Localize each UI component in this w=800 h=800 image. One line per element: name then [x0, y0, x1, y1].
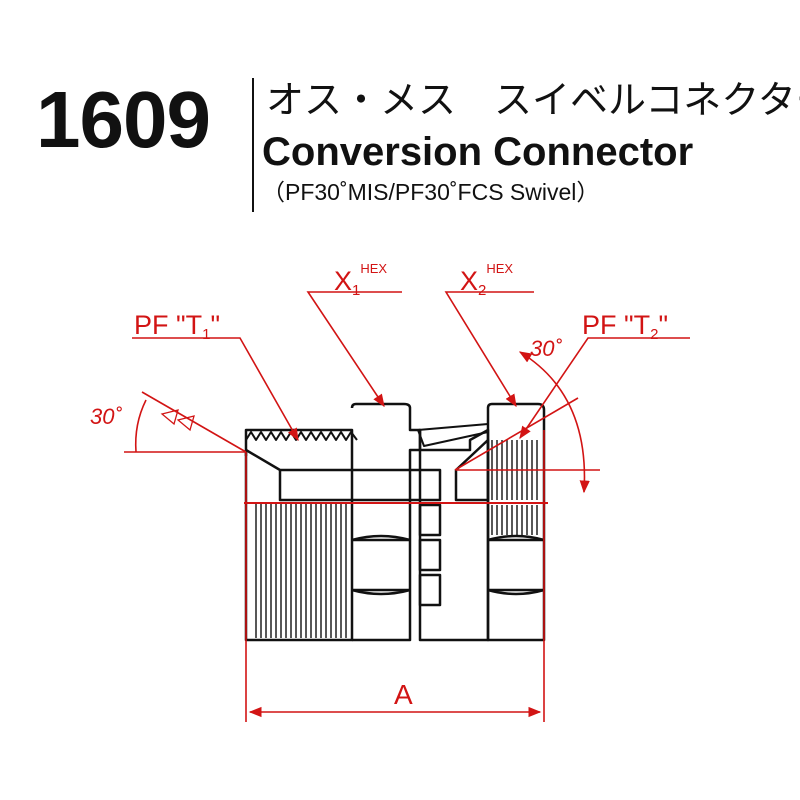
hex2-leader [444, 291, 534, 408]
male-hex-bevel-top [351, 534, 411, 542]
swivel-clip [417, 423, 489, 447]
left-angle-mark [160, 409, 179, 426]
title-subtitle: （PF30˚MIS/PF30˚FCS Swivel） [262, 179, 600, 205]
annotation-labels: PF "T1" X1HEX X2HEX PF "T2" 30˚ 30˚ A [90, 261, 668, 710]
female-seat [454, 438, 490, 502]
male-thread-lines [255, 503, 347, 638]
port1-leader [132, 337, 299, 442]
connector-body [244, 402, 546, 642]
left-angle-slant [141, 391, 247, 453]
male-hex-bevel-bottom [351, 588, 411, 596]
title-japanese: オス・メス スイベルコネクター [266, 78, 800, 122]
angle-left-label: 30˚ [90, 404, 122, 429]
part-number: 1609 [36, 75, 211, 164]
hex1-leader [306, 291, 402, 408]
port2-label: PF "T2" [582, 310, 668, 343]
swivel-neck [418, 428, 490, 642]
right-angle-arc [518, 351, 590, 494]
annotations [124, 291, 690, 722]
length-label: A [394, 679, 413, 710]
hex2-label: X2HEX [460, 261, 513, 299]
left-angle-mark-2 [176, 415, 195, 432]
port1-label: PF "T1" [134, 310, 220, 343]
male-thread-crest [245, 431, 358, 441]
left-angle-arc [134, 399, 147, 453]
title-divider [252, 78, 254, 212]
male-bore [245, 448, 442, 502]
swivel-ring-2 [418, 538, 442, 572]
male-hex [350, 402, 422, 642]
hex1-label: X1HEX [334, 261, 387, 299]
title-english: Conversion Connector [262, 130, 694, 174]
swivel-ring-3 [418, 573, 442, 607]
female-nut-bevel-top [487, 534, 545, 542]
swivel-ring-1 [418, 503, 442, 537]
female-nut-bevel-bottom [487, 588, 545, 596]
female-thread-lines [491, 440, 538, 535]
angle-right-label: 30˚ [530, 336, 562, 361]
